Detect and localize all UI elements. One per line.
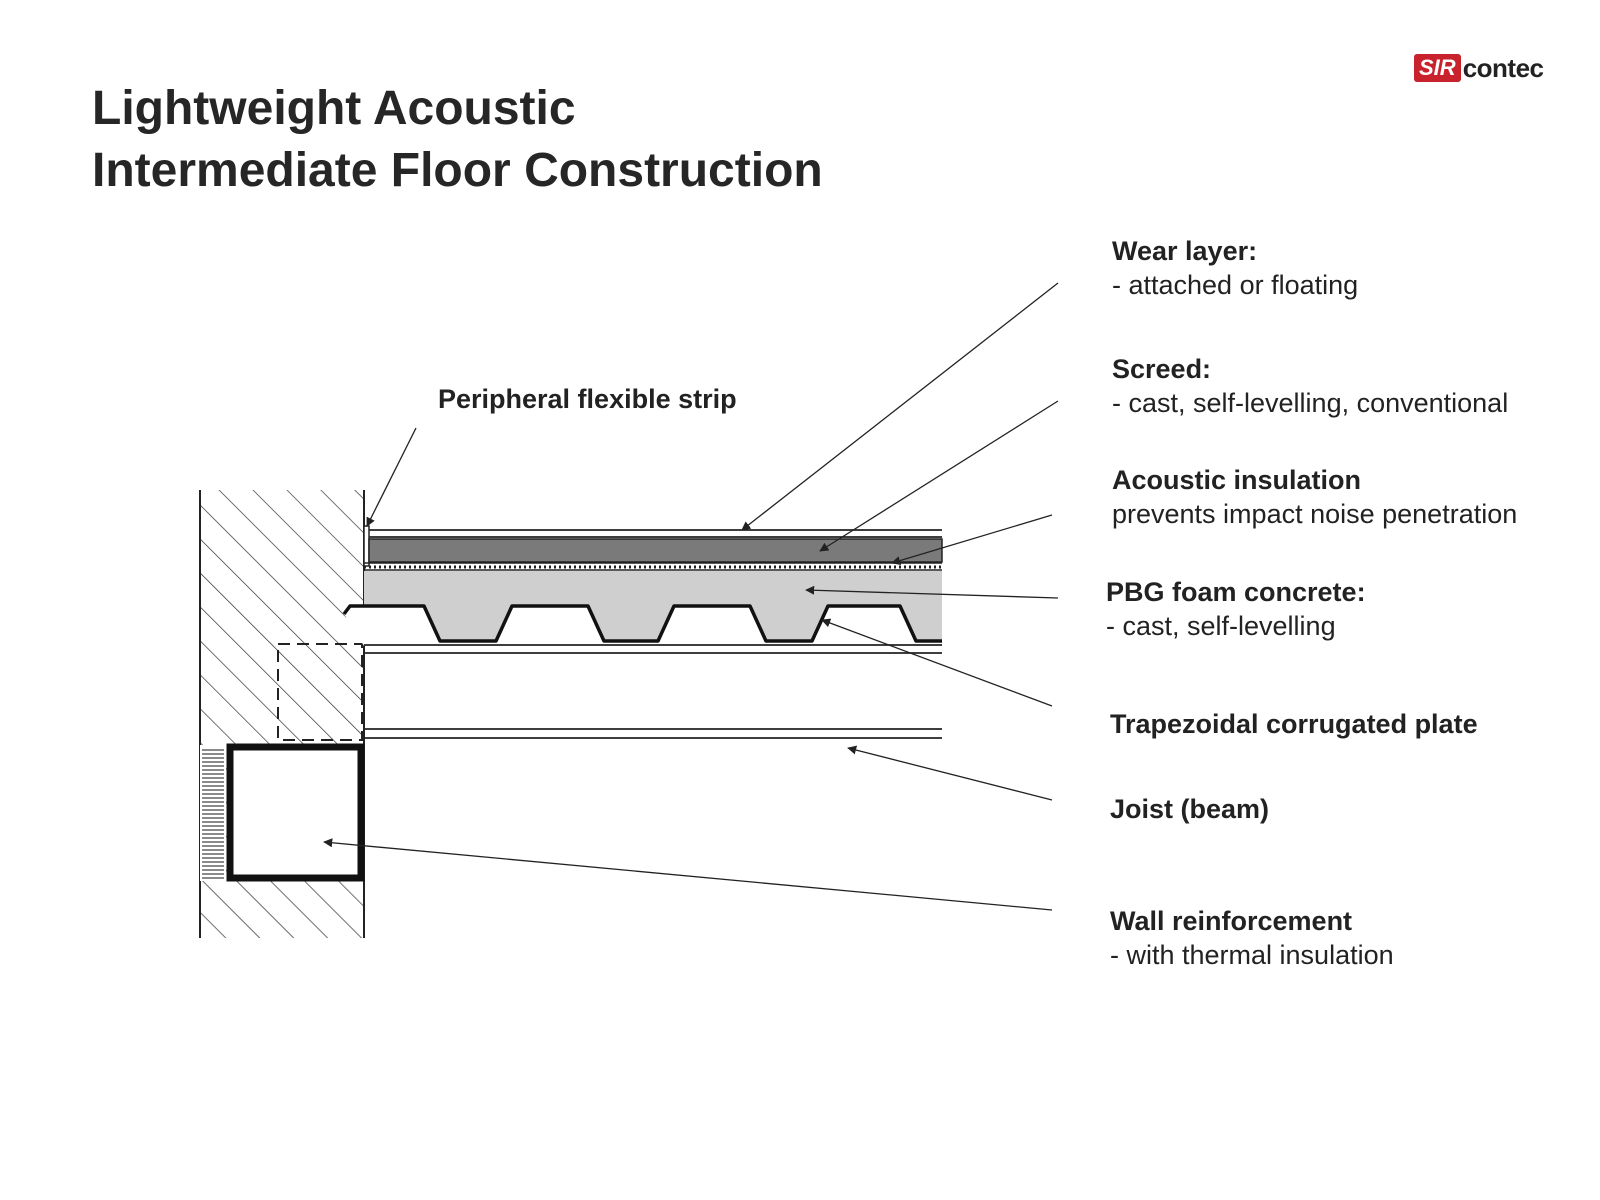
leader-joist <box>847 745 1053 801</box>
leader-peripheral <box>366 427 417 527</box>
leader-wear <box>741 282 1059 531</box>
page-title: Lightweight Acoustic Intermediate Floor … <box>92 78 823 202</box>
acoustic-insulation-layer <box>364 562 942 571</box>
title-line-2: Intermediate Floor Construction <box>92 144 823 197</box>
label-screed: Screed: - cast, self-levelling, conventi… <box>1112 352 1508 420</box>
wear-desc: - attached or floating <box>1112 270 1359 300</box>
leader-screed <box>819 400 1059 552</box>
screed-layer <box>368 538 943 563</box>
label-trapezoidal-plate: Trapezoidal corrugated plate <box>1110 707 1478 741</box>
leader-acoustic <box>891 514 1053 566</box>
leader-wall <box>323 838 1053 911</box>
trapezoidal-title: Trapezoidal corrugated plate <box>1110 709 1478 739</box>
screed-title: Screed: <box>1112 354 1212 384</box>
joist-title: Joist (beam) <box>1110 794 1270 824</box>
logo-mark: SIR <box>1414 54 1461 82</box>
acoustic-title: Acoustic insulation <box>1112 465 1362 495</box>
peripheral-title: Peripheral flexible strip <box>438 384 737 414</box>
label-joist: Joist (beam) <box>1110 792 1269 826</box>
leader-pbg <box>805 585 1059 599</box>
pbg-title: PBG foam concrete: <box>1106 577 1366 607</box>
pbg-desc: - cast, self-levelling <box>1106 611 1336 641</box>
leader-lines <box>323 282 1059 911</box>
sircontec-logo: SIR contec <box>1414 52 1544 84</box>
label-wear-layer: Wear layer: - attached or floating <box>1112 234 1358 302</box>
acoustic-desc: prevents impact noise penetration <box>1112 499 1518 529</box>
leader-trapezoidal <box>821 618 1053 707</box>
label-wall-reinforcement: Wall reinforcement - with thermal insula… <box>1110 904 1394 972</box>
label-peripheral-strip: Peripheral flexible strip <box>438 382 737 416</box>
wall-desc: - with thermal insulation <box>1110 940 1394 970</box>
label-pbg-foam-concrete: PBG foam concrete: - cast, self-levellin… <box>1106 575 1366 643</box>
wall-reinforcement-box <box>200 743 365 882</box>
wear-title: Wear layer: <box>1112 236 1258 266</box>
beam-support-outline <box>277 643 363 741</box>
logo-word: contec <box>1462 52 1544 83</box>
wear-layer <box>369 529 942 538</box>
label-acoustic-insulation: Acoustic insulation prevents impact nois… <box>1112 463 1517 531</box>
screed-desc: - cast, self-levelling, conventional <box>1112 388 1509 418</box>
joist-beam <box>364 644 942 739</box>
title-line-1: Lightweight Acoustic <box>92 82 576 135</box>
wall-title: Wall reinforcement <box>1110 906 1353 936</box>
